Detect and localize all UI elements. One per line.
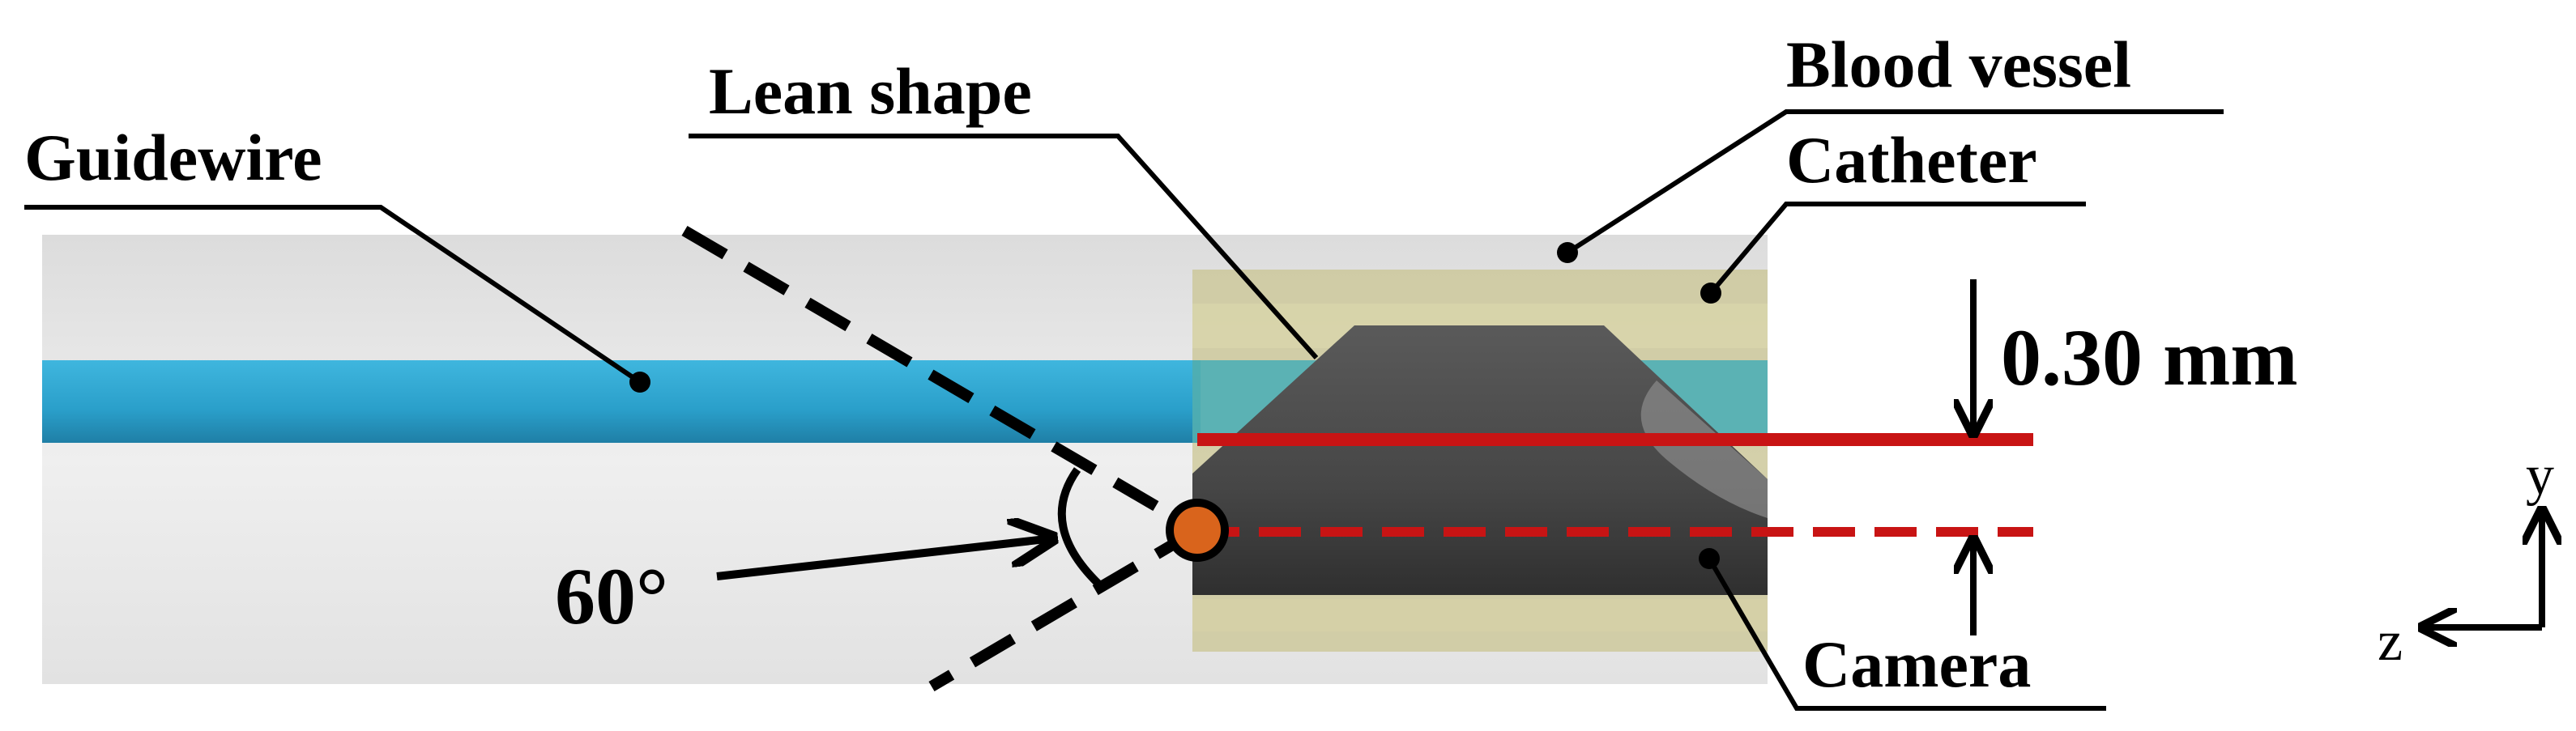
blood-vessel-label: Blood vessel [1786, 28, 2131, 101]
camera-leader [1707, 557, 2106, 711]
catheter-leader-dot [1700, 283, 1721, 304]
offset-label: 0.30 mm [2001, 312, 2298, 402]
camera-label: Camera [1802, 627, 2031, 701]
lean-shape-leader [689, 134, 1319, 359]
blood-vessel-leader-dot [1557, 242, 1578, 263]
guidewire-label: Guidewire [24, 121, 322, 194]
catheter-leader [1708, 202, 2086, 295]
guidewire-leader-dot [629, 372, 650, 393]
y-axis-label: y [2526, 444, 2554, 507]
guidewire-leader [24, 205, 642, 385]
angle-label: 60° [555, 551, 668, 641]
blood-vessel-leader [1566, 109, 2224, 255]
camera-leader-dot [1699, 548, 1720, 569]
angle-arc [1057, 467, 1105, 590]
catheter-label: Catheter [1786, 123, 2037, 197]
camera-dot [1166, 499, 1229, 562]
lean-shape-highlight [1640, 380, 1768, 518]
catheter-inner-band-bottom [1192, 599, 1768, 631]
lean-shape-label: Lean shape [709, 54, 1032, 128]
fov-lower-line [928, 525, 1201, 692]
angle-arrow [716, 538, 1053, 580]
z-axis-label: z [2378, 610, 2403, 673]
fov-upper-line [681, 225, 1201, 536]
guidewire [42, 360, 1201, 443]
